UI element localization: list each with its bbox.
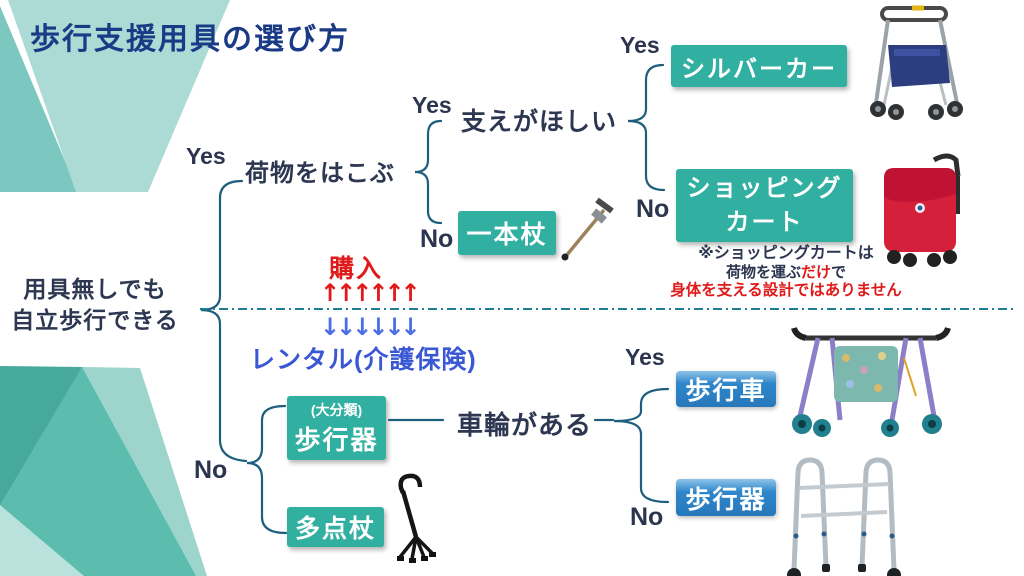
note-line1: ※ショッピングカートは [698, 245, 874, 262]
category-brace [246, 404, 288, 535]
silver-car-image [870, 5, 963, 120]
rollator-image [791, 327, 951, 437]
root-label-line2: 自立歩行できる [11, 307, 179, 334]
box-rollator-label: 歩行車 [685, 377, 767, 405]
no-label-support: No [420, 225, 454, 253]
bottom-left-decor-shape [0, 366, 82, 505]
box-walker-label: 歩行器 [685, 485, 767, 514]
page-title: 歩行支援用具の選び方 [30, 23, 350, 56]
rental-down-arrows: ↓↓↓↓↓↓ [320, 313, 421, 341]
box-shopping-cart-line2: カート [725, 208, 804, 236]
bottom-left-decor-shape [0, 367, 196, 576]
note-line2-emphasis: だけ [800, 263, 831, 281]
quad-cane-image [397, 473, 436, 563]
single-cane-image [561, 197, 614, 261]
box-multi-cane-label: 多点杖 [294, 515, 376, 543]
note-line3: 身体を支える設計ではありません [670, 281, 902, 299]
purchase-label: 購入 [329, 255, 384, 283]
box-multi-cane: 多点杖 [287, 507, 384, 547]
box-shopping-cart-line1: ショッピング [686, 174, 843, 202]
box-silver-car: シルバーカー [671, 45, 847, 87]
root-label: 用具無しでも 自立歩行できる [5, 274, 185, 336]
no-label-walker: No [630, 503, 664, 531]
box-shopping-cart: ショッピング カート [676, 169, 853, 242]
box-walker: 歩行器 [676, 479, 776, 516]
purchase-up-arrows: ↑↑↑↑↑↑ [320, 279, 421, 307]
yes-label-silver-car: Yes [620, 32, 660, 58]
box-walker-category: (大分類) 歩行器 [287, 396, 386, 460]
box-single-cane-label: 一本杖 [466, 221, 548, 249]
yes-label-rollator: Yes [625, 344, 665, 370]
no-label-shopping-cart: No [636, 195, 670, 223]
yes-label-root: Yes [186, 143, 226, 169]
question-support: 支えがほしい [461, 108, 618, 136]
note-shopping-cart: ※ショッピングカートは 荷物を運ぶだけで 身体を支える設計ではありません [655, 245, 917, 300]
root-label-line1: 用具無しでも [23, 276, 167, 302]
question-wheels: 車輪がある [457, 410, 593, 440]
box-silver-car-label: シルバーカー [681, 55, 837, 83]
bottom-left-decor-shape [0, 505, 84, 576]
box-single-cane: 一本杖 [458, 211, 556, 255]
box-rollator: 歩行車 [676, 371, 776, 407]
note-line2: 荷物を運ぶだけで [725, 263, 847, 281]
wheels-brace [613, 387, 670, 504]
no-label-root: No [194, 456, 228, 484]
yes-label-support: Yes [412, 92, 452, 118]
question-carry: 荷物をはこぶ [245, 160, 395, 187]
box-walker-category-label: 歩行器 [294, 424, 379, 455]
rental-label: レンタル(介護保険) [250, 346, 477, 374]
trunk-brace [200, 179, 248, 463]
carry-brace [414, 119, 443, 225]
support-brace [627, 63, 666, 192]
bottom-left-decor-shape [55, 367, 207, 576]
walker-image [787, 457, 901, 576]
box-walker-category-note: (大分類) [310, 401, 363, 418]
